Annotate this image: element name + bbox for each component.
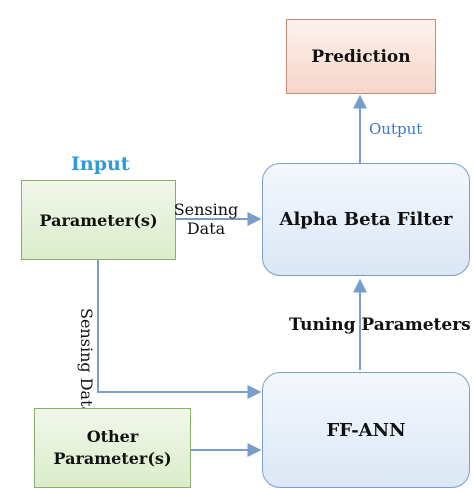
arrow-parameters-to-ffann xyxy=(97,260,262,399)
other-parameters-line1: Other xyxy=(86,427,139,446)
input-heading: Input xyxy=(71,153,130,175)
tuning-parameters-label: Tuning Parameters xyxy=(289,315,471,335)
sensing-data-top-line2: Data xyxy=(186,219,226,238)
other-parameters-line2: Parameter(s) xyxy=(53,449,172,468)
sensing-data-side-label: Sensing Data xyxy=(76,308,96,416)
ff-ann-label: FF-ANN xyxy=(326,419,406,441)
parameters-label: Parameter(s) xyxy=(39,210,158,230)
sensing-data-side-line1: Sensing xyxy=(77,308,96,373)
flow-diagram: Prediction Output Input Parameter(s) Sen… xyxy=(21,19,471,488)
sensing-data-top-line1: Sensing xyxy=(173,200,239,219)
alpha-beta-filter-label: Alpha Beta Filter xyxy=(279,209,453,230)
prediction-node: Prediction xyxy=(286,19,436,94)
parameters-node: Parameter(s) xyxy=(21,180,176,260)
prediction-label: Prediction xyxy=(311,46,411,67)
sensing-data-top-label: Sensing Data xyxy=(172,200,240,238)
connector-layer xyxy=(97,94,367,457)
output-edge-label: Output xyxy=(369,120,423,138)
sensing-data-side-line2: Data xyxy=(77,377,96,417)
other-parameters-node: Other Parameter(s) xyxy=(34,408,191,488)
ff-ann-node: FF-ANN xyxy=(262,372,470,488)
alpha-beta-filter-node: Alpha Beta Filter xyxy=(262,163,470,276)
